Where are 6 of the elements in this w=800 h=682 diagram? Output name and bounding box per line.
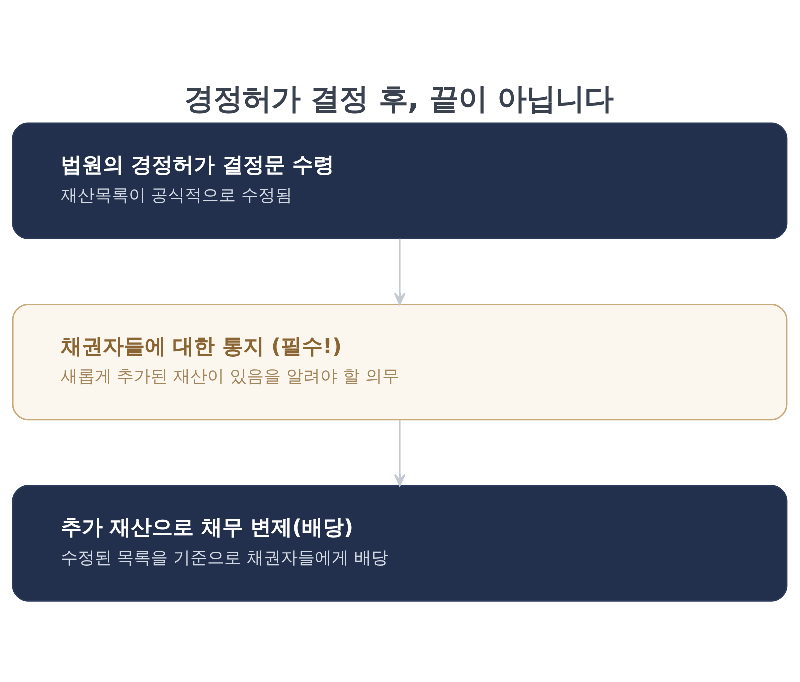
arrow [394,238,406,305]
arrow [394,420,406,486]
diagram-title: 경정허가 결정 후, 끝이 아닙니다 [184,82,614,116]
node-box: 채권자들에 대한 통지 (필수!) 새롭게 추가된 재산이 있음을 알려야 할 의무 [12,304,788,420]
node-box: 법원의 경정허가 결정문 수령 재산목록이 공식적으로 수정됨 [12,122,788,239]
node-box: 추가 재산으로 채무 변제(배당) 수정된 목록을 기준으로 채권자들에게 배당 [12,484,788,602]
